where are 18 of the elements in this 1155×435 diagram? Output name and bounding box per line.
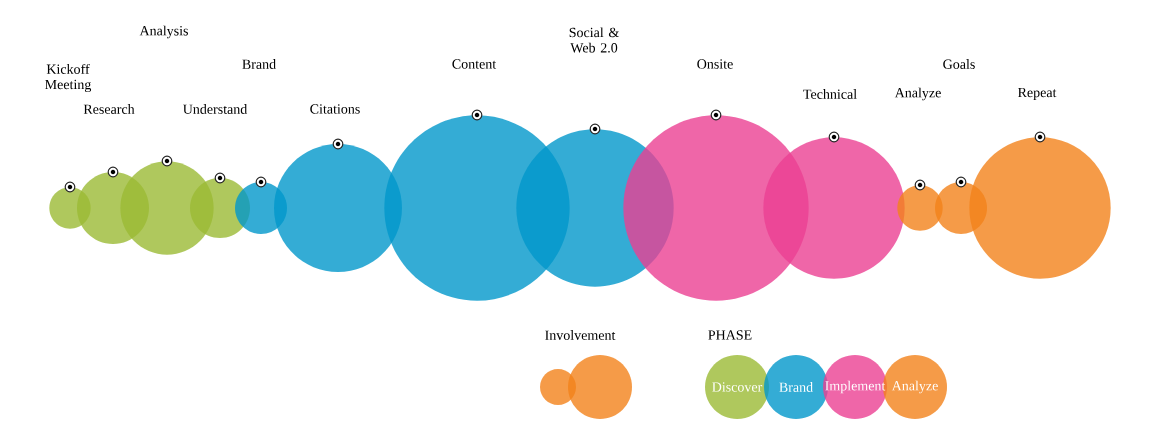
text-label: Analyze: [894, 87, 941, 101]
text-label: Repeat: [1018, 87, 1057, 101]
legend-label: Analyze: [891, 380, 938, 394]
text-label: Kickoff Meeting: [45, 63, 92, 93]
text-label: Technical: [803, 89, 857, 99]
text-label: Social & Web 2.0: [569, 27, 619, 53]
legend-label: Brand: [779, 382, 813, 392]
legend-label: Discover: [712, 382, 763, 392]
text-label: Analysis: [139, 25, 188, 39]
text-label: Content: [452, 59, 497, 69]
text-label: Citations: [310, 104, 360, 114]
text-label: Goals: [943, 59, 975, 69]
text-label: Onsite: [697, 59, 733, 69]
text-label: Brand: [242, 59, 276, 69]
text-label: PHASE: [708, 330, 752, 340]
text-label: Involvement: [545, 330, 616, 340]
text-label: Understand: [183, 104, 248, 114]
text-label: Research: [83, 104, 135, 114]
